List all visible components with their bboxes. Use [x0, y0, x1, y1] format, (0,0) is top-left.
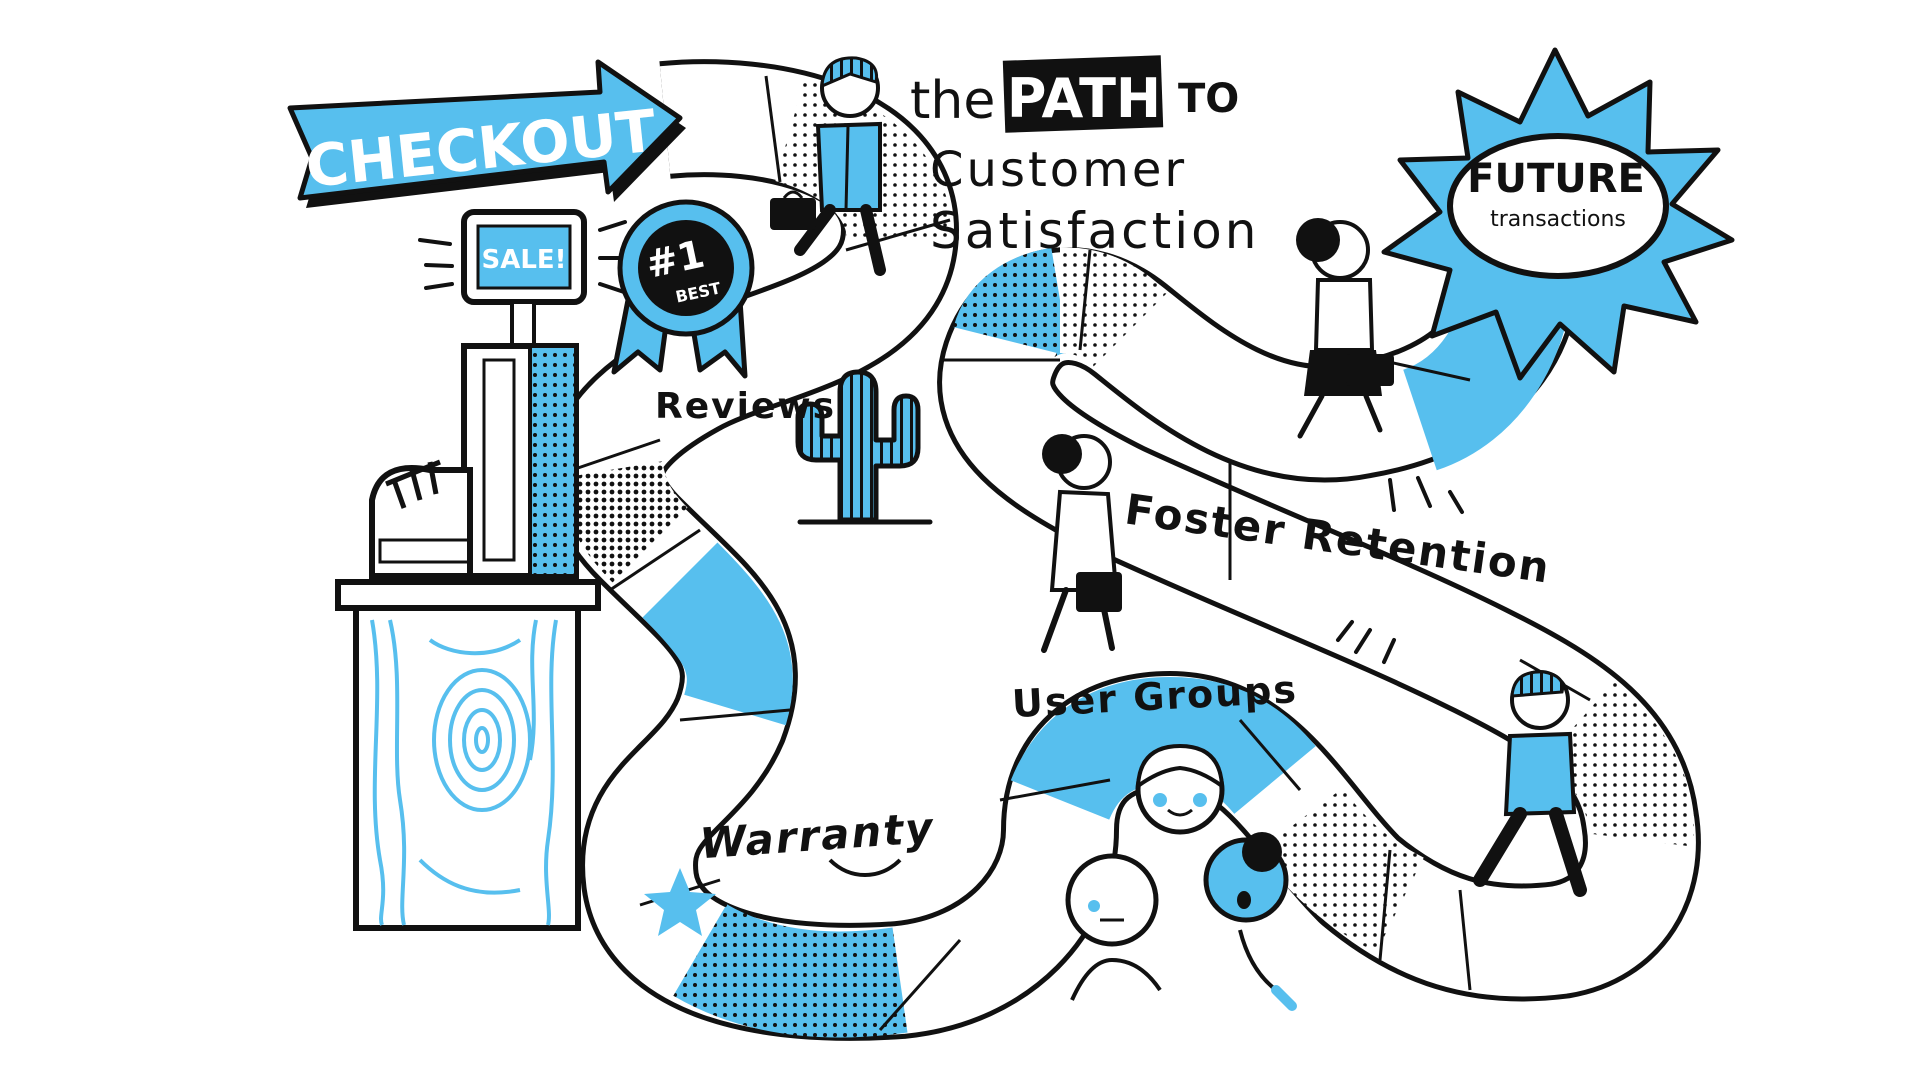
register-keys: [385, 459, 441, 509]
user-group-faces: [1065, 743, 1297, 1011]
burst-line1: FUTURE: [1467, 156, 1645, 202]
path-segment-blue-2: [1010, 676, 1316, 822]
title-the: the: [910, 71, 995, 131]
future-transactions-starburst: FUTURE transactions: [1381, 47, 1735, 381]
burst-line2: transactions: [1490, 207, 1626, 232]
title-path: PATH: [1007, 67, 1161, 130]
person-woman-walking: [1296, 218, 1394, 439]
retention-rays: [1336, 476, 1464, 664]
sale-sign-text: SALE!: [481, 245, 566, 275]
path-segment-blue-1: [642, 542, 793, 726]
path-segment-dotted-3: [1544, 680, 1694, 847]
cash-register: SALE!: [335, 209, 630, 931]
title-line3: Satisfaction: [930, 202, 1259, 260]
title-line2: Customer: [930, 142, 1187, 198]
person-man-walking-top: [770, 56, 886, 276]
checkout-arrow: CHECKOUT: [287, 59, 686, 208]
face-man-left: [1065, 853, 1159, 947]
path-segment-blue-dotted-2: [953, 247, 1071, 360]
label-reviews: Reviews: [655, 386, 836, 427]
title-to: TO: [1178, 76, 1239, 122]
person-man-running: [1473, 670, 1587, 897]
warranty-flourish: [828, 858, 902, 877]
wood-grain: [370, 619, 558, 926]
cactus: [795, 369, 933, 525]
star-icon: [644, 868, 716, 936]
counter-stand: [353, 605, 581, 931]
best-badge: #1 BEST: [611, 199, 755, 379]
winding-path: [546, 59, 1701, 1041]
path-segment-dotted-4: [1058, 247, 1168, 369]
title: the PATH TO Customer Satisfaction: [910, 55, 1259, 260]
path-segment-blue-dotted: [673, 903, 908, 1038]
path-segment-dense-1: [557, 460, 689, 583]
person-woman-middle: [1041, 434, 1122, 653]
